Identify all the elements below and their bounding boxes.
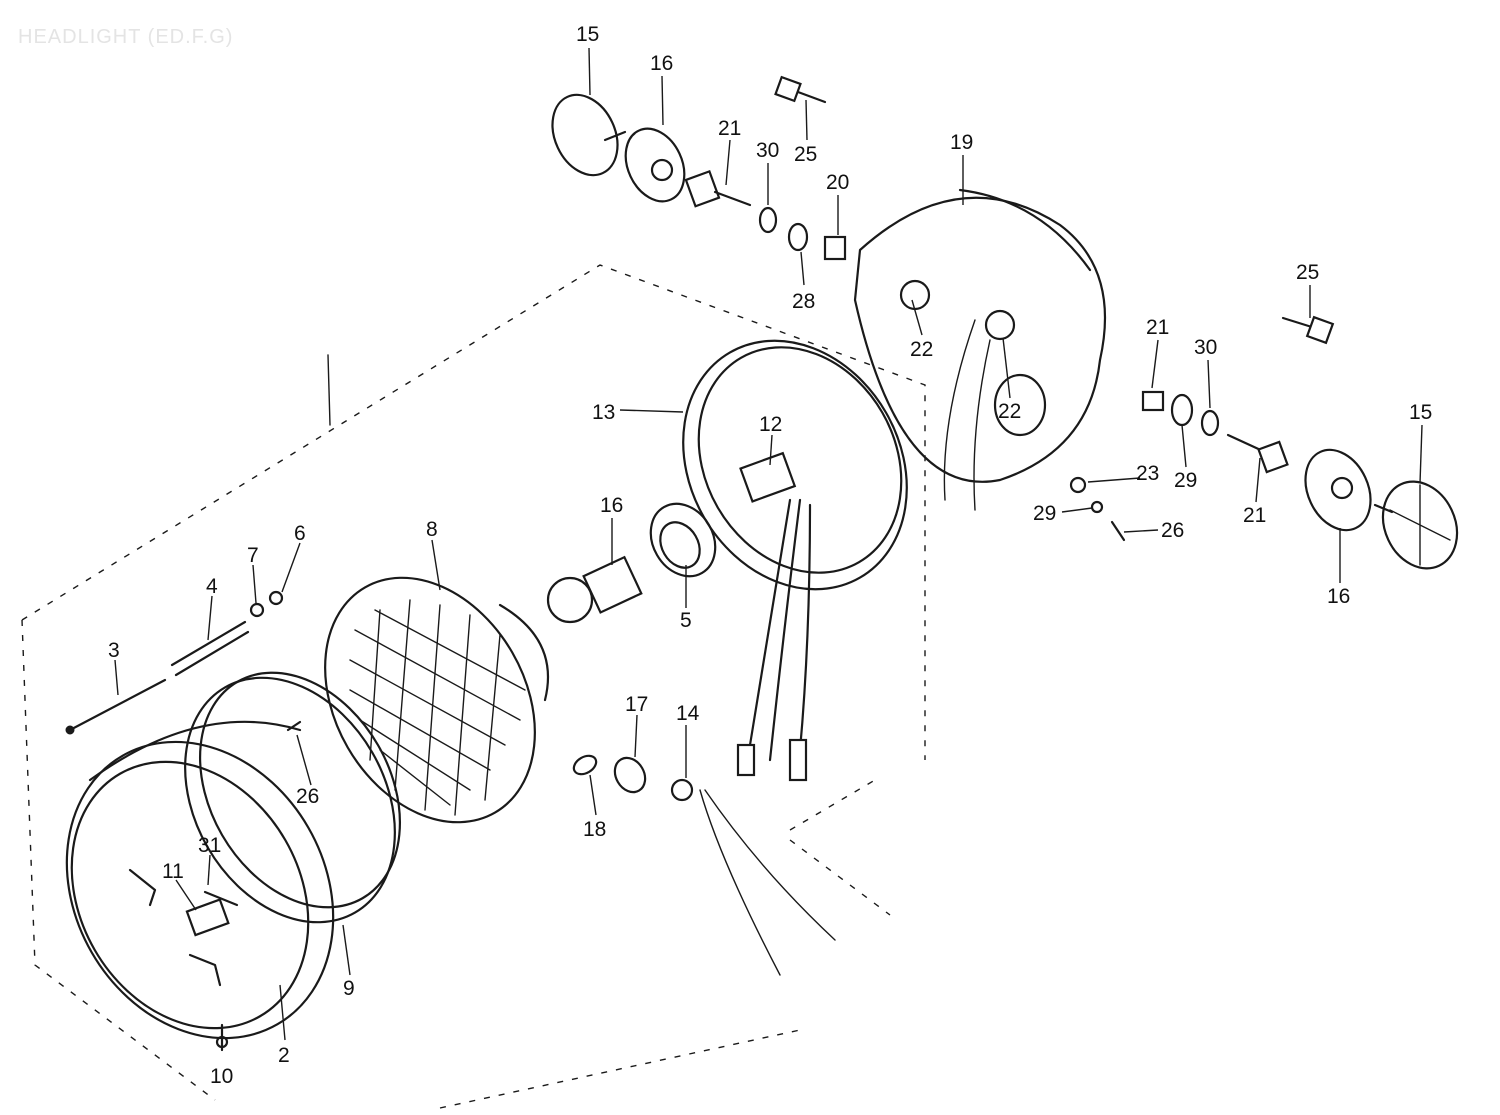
headlight-rim [65,720,335,1040]
callout-20: 19 [950,131,973,154]
mounting-screw-10 [215,1023,229,1052]
right-collar-bolt [1226,433,1289,474]
left-collar-21 [823,235,847,261]
right-collar-21 [1141,390,1165,412]
callout-26: 26 [296,785,319,808]
right-washer-28 [1170,393,1194,427]
callout-25-left: 25 [794,143,817,166]
leader-lines [114,47,1423,1041]
callout-23: 23 [1136,462,1159,485]
bulb-socket [546,555,643,624]
callout-30-right: 30 [1194,336,1217,359]
left-washer-28 [787,222,809,252]
adjusting-spring [170,620,250,677]
callout-22-a: 22 [910,338,933,361]
left-washer-30 [758,206,778,234]
callout-5: 5 [680,609,692,632]
adjusting-screw [65,678,167,735]
small-parts-23-27-29 [1069,476,1126,542]
left-mount-knob [551,93,627,177]
callout-13: 13 [592,401,615,424]
screw-26 [286,720,302,732]
callout-2: 2 [278,1044,290,1067]
mounting-ring [184,671,402,924]
callout-6: 6 [294,522,306,545]
callout-21-left: 20 [826,171,849,194]
callout-29: 29 [1033,502,1056,525]
left-cushion [624,127,686,203]
callout-30-left: 30 [756,139,779,162]
assembly-group-outline [21,264,926,1109]
callout-16-right: 16 [1327,585,1350,608]
callout-12: 12 [759,413,782,436]
callout-9: 9 [343,977,355,1000]
callout-28-right: 29 [1174,469,1197,492]
callout-19: 18 [583,818,606,841]
callout-7: 7 [247,544,259,567]
headlight-case [853,188,1107,511]
callout-3: 3 [108,639,120,662]
right-washer-30 [1200,409,1220,437]
position-lamp-bulb [572,754,598,776]
clip-31-and-plate-11 [203,890,239,907]
callout-11: 11 [162,860,184,883]
callout-8: 8 [426,518,438,541]
callout-31: 31 [198,834,221,857]
headlight-case-ring [682,339,908,782]
right-reflector-knob [1373,480,1459,570]
right-bolt-25 [1281,315,1335,345]
callout-17: 17 [625,693,648,716]
callout-27: 26 [1161,519,1184,542]
callout-21-right: 21 [1146,316,1169,339]
callout-14: 14 [676,702,700,725]
callout-24-left: 21 [718,117,741,140]
socket-holder [649,502,717,578]
callout-15-left: 15 [576,23,599,46]
callout-24-right: 21 [1243,504,1266,527]
callout-16-left: 16 [650,52,673,75]
left-bolt-25 [774,75,827,104]
diagram-title: HEADLIGHT (ED.F.G) [18,26,234,48]
callout-15-right: 15 [1409,401,1432,424]
callout-18: 16 [600,494,623,517]
washer-and-nut [249,590,284,618]
left-collar-bolt [684,169,752,208]
callout-4: 4 [206,575,218,598]
position-lamp-socket [670,778,836,976]
callout-10: 10 [210,1065,233,1088]
right-cushion [1304,448,1372,532]
socket-rubber [613,756,647,794]
callout-25-right: 25 [1296,261,1319,284]
callout-labels: 15 16 21 30 25 20 28 19 22 22 25 21 30 2… [108,23,1432,1088]
callout-28-left: 28 [792,290,815,313]
sealed-beam-unit [324,576,550,824]
callout-22-b: 22 [998,400,1021,423]
